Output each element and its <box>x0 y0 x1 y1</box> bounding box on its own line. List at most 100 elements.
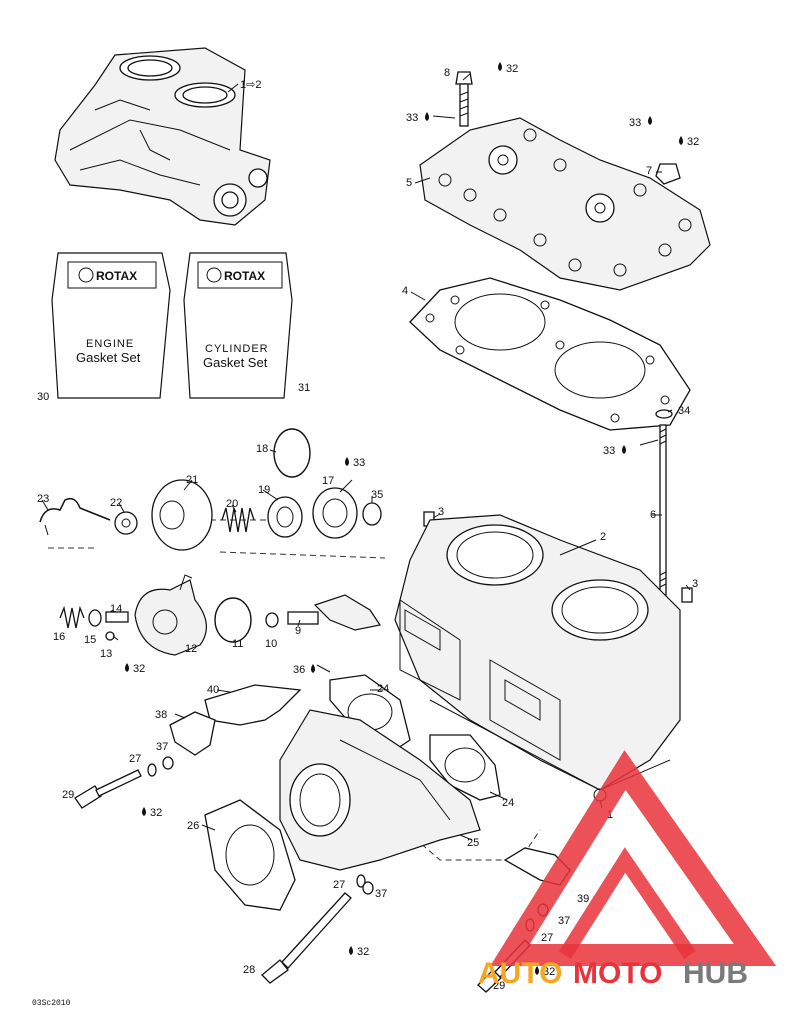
drop-icon <box>498 62 502 71</box>
callout-7: 7 <box>646 165 652 177</box>
callout-22: 22 <box>110 497 122 509</box>
callout-33b: 33 <box>629 117 641 129</box>
washer-37b <box>362 881 374 895</box>
callout-26: 26 <box>187 820 199 832</box>
callout-33c: 33 <box>353 457 365 469</box>
callout-1-2: 1⇨2 <box>240 79 261 91</box>
cylinder-gasket-line2: Gasket Set <box>203 355 268 370</box>
drop-icon <box>125 663 129 672</box>
cylinder-gasket-line1: CYLINDER <box>205 343 269 355</box>
gasket-26 <box>204 799 296 911</box>
callout-19: 19 <box>258 484 270 496</box>
o-ring-11 <box>214 597 252 643</box>
callout-21: 21 <box>186 474 198 486</box>
spring-16 <box>59 605 85 629</box>
water-pump-spring-clip <box>39 497 111 536</box>
thermostat-cover <box>312 487 358 539</box>
lock-washer-27b <box>356 874 366 888</box>
callout-34: 34 <box>678 405 690 417</box>
callout-27a: 27 <box>129 753 141 765</box>
washer-10 <box>265 612 279 628</box>
callout-1b: 1 <box>607 809 613 821</box>
callout-20: 20 <box>226 498 238 510</box>
watermark-auto: AUTO <box>478 957 562 990</box>
callout-28: 28 <box>243 964 255 976</box>
drop-icon <box>648 116 652 125</box>
bolt-28 <box>261 892 352 984</box>
head-nut <box>655 163 681 185</box>
drop-icon <box>311 664 315 673</box>
callout-5: 5 <box>406 177 412 189</box>
callout-29a: 29 <box>62 789 74 801</box>
callout-15: 15 <box>84 634 96 646</box>
callout-8: 8 <box>444 67 450 79</box>
impeller-cap <box>114 511 138 535</box>
cylinder-gasket-brand: ROTAX <box>224 269 265 283</box>
callout-27c: 27 <box>541 932 553 944</box>
callout-25: 25 <box>467 837 479 849</box>
callout-32f: 32 <box>543 966 555 978</box>
callouts: 1⇨2 2 3 3 4 5 6 7 8 9 10 11 12 13 14 15 … <box>37 63 699 992</box>
drop-icon <box>345 457 349 466</box>
callout-38: 38 <box>155 709 167 721</box>
callout-24b: 24 <box>502 797 514 809</box>
callout-14: 14 <box>110 603 122 615</box>
pump-housing-cover <box>151 479 213 551</box>
callout-35: 35 <box>371 489 383 501</box>
callout-37c: 37 <box>558 915 570 927</box>
drop-icon <box>622 445 626 454</box>
dowel-pin-lower <box>681 587 693 603</box>
callout-24a: 24 <box>377 683 389 695</box>
callout-33a: 33 <box>406 112 418 124</box>
watermark-hub: HUB <box>683 957 748 990</box>
callout-13: 13 <box>100 648 112 660</box>
o-ring-small <box>362 502 382 526</box>
automotohub-watermark: AUTO MOTO HUB <box>478 750 777 990</box>
engine-gasket-line1: ENGINE <box>86 338 134 350</box>
drop-icon <box>349 946 353 955</box>
head-gasket <box>409 277 691 431</box>
callout-17: 17 <box>322 475 334 487</box>
callout-12: 12 <box>185 643 197 655</box>
drop-icon <box>142 807 146 816</box>
callout-37a: 37 <box>156 741 168 753</box>
washer-15 <box>88 609 102 627</box>
fitting-9 <box>287 594 381 631</box>
callout-23: 23 <box>37 493 49 505</box>
cylinder-stud <box>655 409 673 596</box>
callout-4: 4 <box>402 285 408 297</box>
callout-9: 9 <box>295 625 301 637</box>
callout-2: 2 <box>600 531 606 543</box>
intake-manifold-25 <box>279 709 481 871</box>
drop-icon <box>679 136 683 145</box>
callout-27b: 27 <box>333 879 345 891</box>
section-divider <box>48 547 386 559</box>
engine-gasket-brand: ROTAX <box>96 269 137 283</box>
cylinder-block <box>394 514 681 802</box>
callout-30: 30 <box>37 391 49 403</box>
bolt-29-left <box>74 769 142 809</box>
drop-icon <box>535 966 539 975</box>
callout-3a: 3 <box>438 506 444 518</box>
washer-37a <box>162 756 174 770</box>
callout-31: 31 <box>298 382 310 394</box>
pump-housing-12 <box>134 574 207 656</box>
drawing-code: 03Sc2010 <box>32 999 71 1008</box>
thermostat <box>267 496 303 538</box>
sealant-drop-icons <box>125 62 683 975</box>
callout-3b: 3 <box>692 578 698 590</box>
callout-32e: 32 <box>357 946 369 958</box>
callout-39: 39 <box>577 893 589 905</box>
compression-spring <box>221 507 255 533</box>
callout-37b: 37 <box>375 888 387 900</box>
head-bolt <box>455 71 473 127</box>
callout-32c: 32 <box>133 663 145 675</box>
cylinder-head <box>419 117 711 291</box>
callout-10: 10 <box>265 638 277 650</box>
bracket-38 <box>169 711 216 756</box>
drop-icon <box>425 112 429 121</box>
callout-33d: 33 <box>603 445 615 457</box>
callout-32b: 32 <box>687 136 699 148</box>
o-ring-large <box>273 428 311 478</box>
